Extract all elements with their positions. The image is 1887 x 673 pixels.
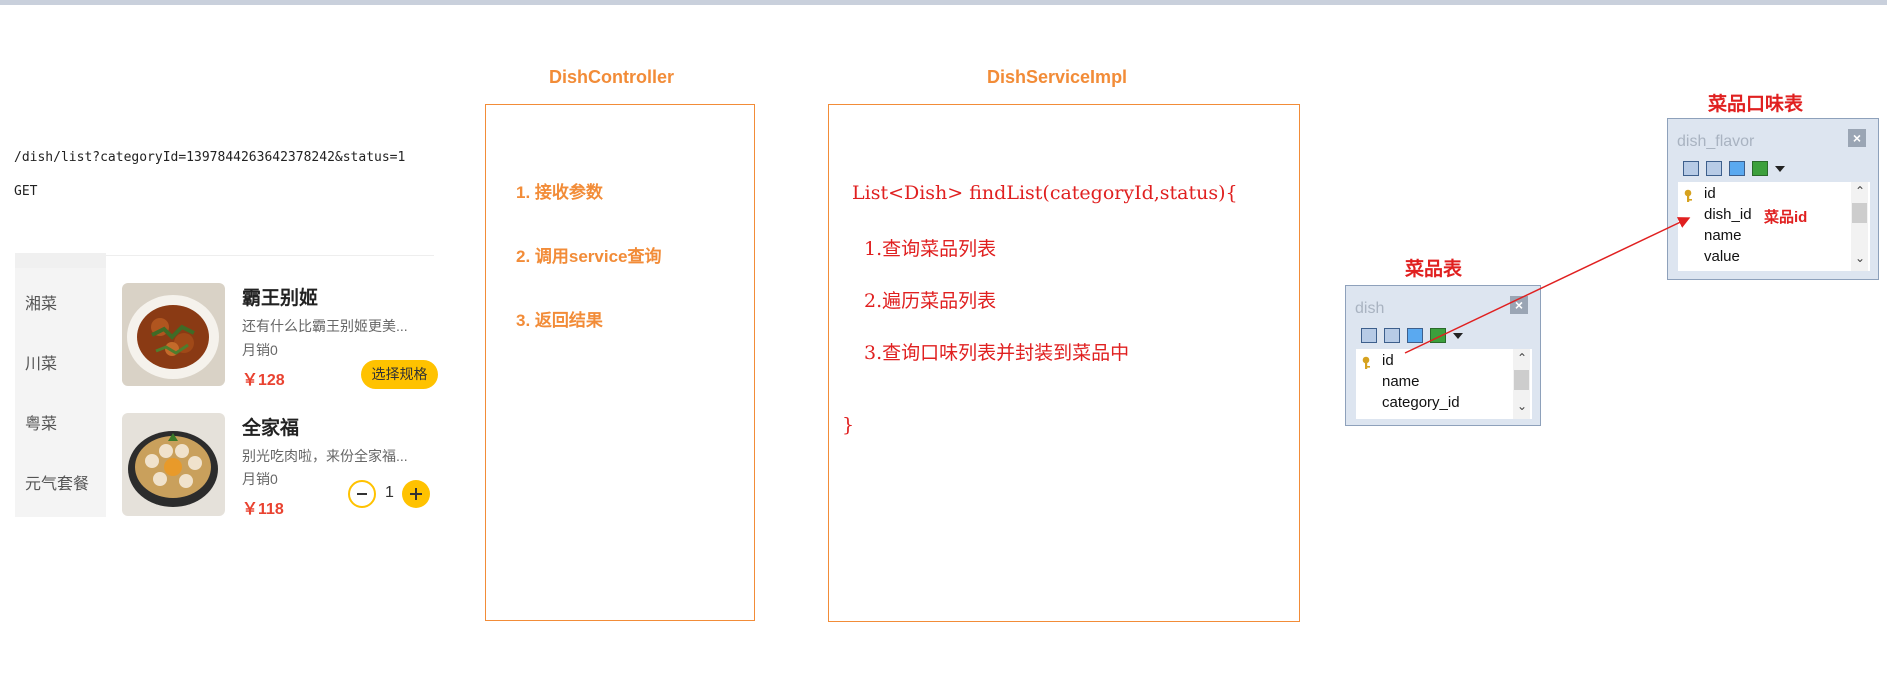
dish-name: 霸王别姬: [242, 288, 319, 309]
service-signature: List<Dish> findList(categoryId,status){: [852, 182, 1238, 204]
chevron-down-icon[interactable]: [1775, 165, 1785, 172]
dish-sales: 月销0: [242, 342, 278, 358]
field-dish-id: dish_id: [1704, 206, 1752, 223]
flavor-field-list: id dish_id name value ⌃ ⌄: [1678, 182, 1870, 271]
chevron-down-icon[interactable]: [1453, 332, 1463, 339]
field-value: value: [1704, 248, 1740, 265]
dish-image[interactable]: [122, 413, 225, 516]
table-tool-icon[interactable]: [1706, 161, 1722, 176]
category-item[interactable]: 湘菜: [25, 296, 58, 313]
request-url: /dish/list?categoryId=139784426364237824…: [14, 150, 406, 165]
category-item[interactable]: 粤菜: [25, 416, 58, 433]
key-icon: [1362, 356, 1370, 369]
scrollbar[interactable]: ⌃ ⌄: [1513, 349, 1530, 419]
dish-table[interactable]: dish × id name category_id ⌃ ⌄: [1345, 285, 1541, 426]
field-name: name: [1382, 373, 1420, 390]
menu-divider: [106, 255, 434, 256]
field-id: id: [1382, 352, 1394, 369]
decrease-quantity-button[interactable]: [348, 480, 376, 508]
table-tool-icon[interactable]: [1384, 328, 1400, 343]
quantity-value: 1: [385, 484, 394, 501]
table-tool-icon[interactable]: [1729, 161, 1745, 176]
category-sidebar: [15, 253, 106, 517]
scroll-up-icon[interactable]: ⌃: [1855, 184, 1866, 198]
scrollbar-thumb[interactable]: [1852, 203, 1867, 223]
controller-step: 2. 调用service查询: [516, 247, 662, 266]
controller-step: 3. 返回结果: [516, 311, 603, 330]
field-category-id: category_id: [1382, 394, 1460, 411]
select-spec-button[interactable]: 选择规格: [361, 360, 438, 389]
dish-field-list: id name category_id ⌃ ⌄: [1356, 349, 1532, 419]
dish-image[interactable]: [122, 283, 225, 386]
foreign-key-label: 菜品id: [1764, 209, 1808, 226]
scroll-down-icon[interactable]: ⌄: [1517, 399, 1528, 413]
dish-table-name: dish: [1355, 300, 1385, 317]
field-id: id: [1704, 185, 1716, 202]
controller-step: 1. 接收参数: [516, 183, 603, 202]
table-tool-icon[interactable]: [1752, 161, 1768, 176]
key-icon: [1684, 189, 1692, 202]
service-title: DishServiceImpl: [987, 67, 1128, 87]
flavor-table-name: dish_flavor: [1677, 133, 1755, 150]
scrollbar[interactable]: ⌃ ⌄: [1851, 182, 1868, 271]
field-name: name: [1704, 227, 1742, 244]
close-icon[interactable]: ×: [1848, 129, 1866, 147]
dish-price: ￥128: [242, 372, 285, 389]
table-toolbar: [1683, 161, 1785, 176]
service-step: 3.查询口味列表并封装到菜品中: [864, 342, 1130, 364]
flavor-table[interactable]: dish_flavor × id dish_id name value ⌃ ⌄: [1667, 118, 1879, 280]
controller-box: [485, 104, 755, 621]
scrollbar-thumb[interactable]: [1514, 370, 1529, 390]
category-item[interactable]: 元气套餐: [25, 476, 90, 493]
dish-description: 别光吃肉啦，来份全家福...: [242, 448, 408, 464]
top-border: [0, 0, 1887, 5]
dish-table-caption: 菜品表: [1405, 259, 1463, 280]
dish-description: 还有什么比霸王别姬更美...: [242, 318, 408, 334]
service-box: [828, 104, 1300, 622]
service-step: 1.查询菜品列表: [864, 238, 997, 260]
dish-price: ￥118: [242, 501, 284, 518]
service-close-brace: }: [842, 414, 855, 436]
category-item[interactable]: 川菜: [25, 356, 58, 373]
service-step: 2.遍历菜品列表: [864, 290, 997, 312]
sidebar-header: [15, 253, 106, 268]
table-tool-icon[interactable]: [1361, 328, 1377, 343]
scroll-down-icon[interactable]: ⌄: [1855, 251, 1866, 265]
controller-title: DishController: [549, 67, 675, 87]
table-tool-icon[interactable]: [1683, 161, 1699, 176]
flavor-table-caption: 菜品口味表: [1708, 94, 1804, 115]
dish-name: 全家福: [242, 418, 300, 439]
scroll-up-icon[interactable]: ⌃: [1517, 351, 1528, 365]
request-method: GET: [14, 184, 38, 199]
increase-quantity-button[interactable]: [402, 480, 430, 508]
dish-sales: 月销0: [242, 471, 278, 487]
table-tool-icon[interactable]: [1407, 328, 1423, 343]
